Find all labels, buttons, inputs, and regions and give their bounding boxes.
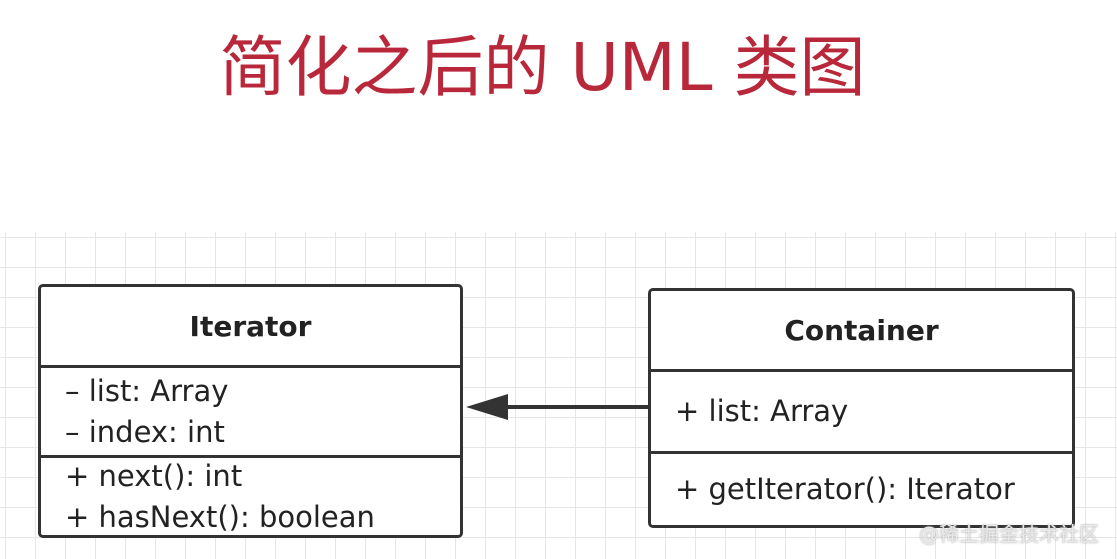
iterator-class-name: Iterator <box>41 287 460 368</box>
iterator-operation-next: + next(): int <box>65 458 243 493</box>
iterator-attributes: – list: Array – index: int <box>41 368 460 458</box>
container-operation-getiterator: + getIterator(): Iterator <box>675 472 1015 506</box>
iterator-class-box: Iterator – list: Array – index: int + ne… <box>38 284 463 538</box>
container-attributes: + list: Array <box>651 372 1072 454</box>
iterator-operations: + next(): int + hasNext(): boolean <box>41 458 460 535</box>
diagram-title: 简化之后的 UML 类图 <box>219 29 866 106</box>
arrowhead-icon <box>466 394 508 420</box>
iterator-operation-hasnext: + hasNext(): boolean <box>65 499 375 534</box>
container-attribute-list: + list: Array <box>675 394 849 428</box>
iterator-attribute-list: – list: Array <box>65 373 229 408</box>
container-operations: + getIterator(): Iterator <box>651 454 1072 525</box>
iterator-attribute-index: – index: int <box>65 414 225 449</box>
container-class-box: Container + list: Array + getIterator():… <box>648 288 1075 528</box>
container-class-name: Container <box>651 291 1072 372</box>
watermark: @稀土掘金技术社区 <box>919 522 1099 546</box>
